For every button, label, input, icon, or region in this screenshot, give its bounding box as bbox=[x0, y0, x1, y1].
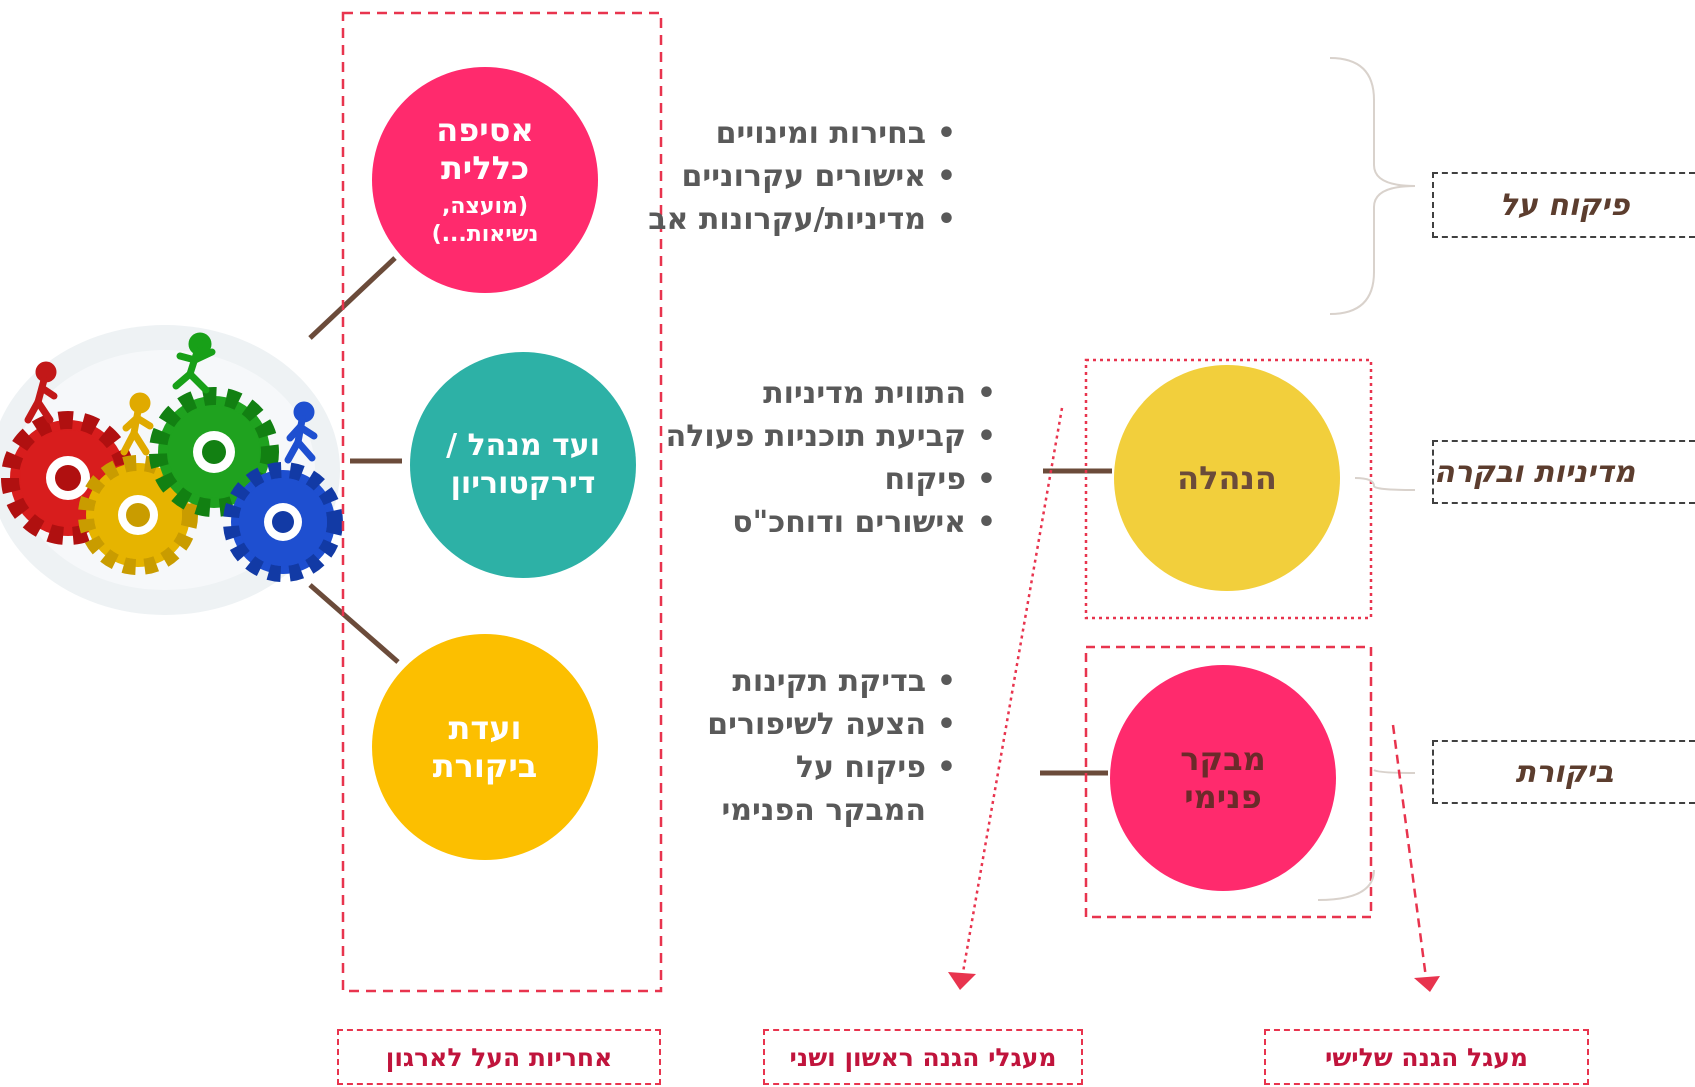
management-circle: הנהלה bbox=[1114, 365, 1340, 591]
oversight-label: פיקוח על bbox=[1432, 172, 1695, 238]
audit-bullets: בדיקת תקינות הצעה לשיפורים פיקוח על המבק… bbox=[686, 660, 960, 832]
internal-auditor-title: מבקר פנימי bbox=[1180, 740, 1266, 816]
connectors bbox=[308, 256, 1112, 776]
list-item: בדיקת תקינות bbox=[686, 660, 960, 703]
list-item: פיקוח bbox=[666, 458, 1000, 501]
defense-arrow-1 bbox=[948, 407, 1064, 990]
defense-arrow-3 bbox=[1391, 724, 1440, 992]
list-item: אישורים עקרוניים bbox=[648, 155, 960, 198]
assembly-subtitle: (מועצה, נשיאות...) bbox=[431, 194, 539, 247]
assembly-title: אסיפה כללית bbox=[436, 111, 534, 187]
list-item: הצעה לשיפורים bbox=[686, 703, 960, 746]
board-title: ועד מנהל / דירקטוריון bbox=[446, 428, 600, 501]
auditor-frame bbox=[1084, 645, 1373, 919]
management-title: הנהלה bbox=[1177, 459, 1277, 497]
gears-illustration bbox=[0, 325, 343, 615]
audit-committee-circle: ועדת ביקורת bbox=[372, 634, 598, 860]
management-frame bbox=[1084, 358, 1373, 620]
list-item: מדיניות/עקרונות אב bbox=[648, 198, 960, 241]
list-item: אישורים ודוחכ"ס bbox=[666, 501, 1000, 544]
gear-blue-icon bbox=[223, 462, 343, 582]
overall-responsibility-label: אחריות העל לארגון bbox=[337, 1029, 661, 1085]
braces bbox=[1317, 57, 1416, 901]
audit-label: ביקורת bbox=[1432, 740, 1695, 804]
assembly-bullets: בחירות ומינויים אישורים עקרוניים מדיניות… bbox=[648, 112, 960, 241]
policy-label: מדיניות ובקרה bbox=[1432, 440, 1695, 504]
list-item: קביעת תוכניות פעולה bbox=[666, 415, 1000, 458]
audit-committee-title: ועדת ביקורת bbox=[432, 709, 538, 785]
board-bullets: התווית מדיניות קביעת תוכניות פעולה פיקוח… bbox=[666, 372, 1000, 544]
overall-frame bbox=[341, 11, 663, 993]
runner-icon bbox=[24, 332, 318, 464]
gear-green-icon bbox=[149, 387, 279, 517]
assembly-circle: אסיפה כללית (מועצה, נשיאות...) bbox=[372, 67, 598, 293]
internal-auditor-circle: מבקר פנימי bbox=[1110, 665, 1336, 891]
third-defense-label: מעגל הגנה שלישי bbox=[1264, 1029, 1589, 1085]
board-circle: ועד מנהל / דירקטוריון bbox=[410, 352, 636, 578]
list-item: התווית מדיניות bbox=[666, 372, 1000, 415]
list-item: פיקוח על המבקר הפנימי bbox=[686, 746, 960, 832]
list-item: בחירות ומינויים bbox=[648, 112, 960, 155]
first-second-defense-label: מעגלי הגנה ראשון ושני bbox=[763, 1029, 1083, 1085]
